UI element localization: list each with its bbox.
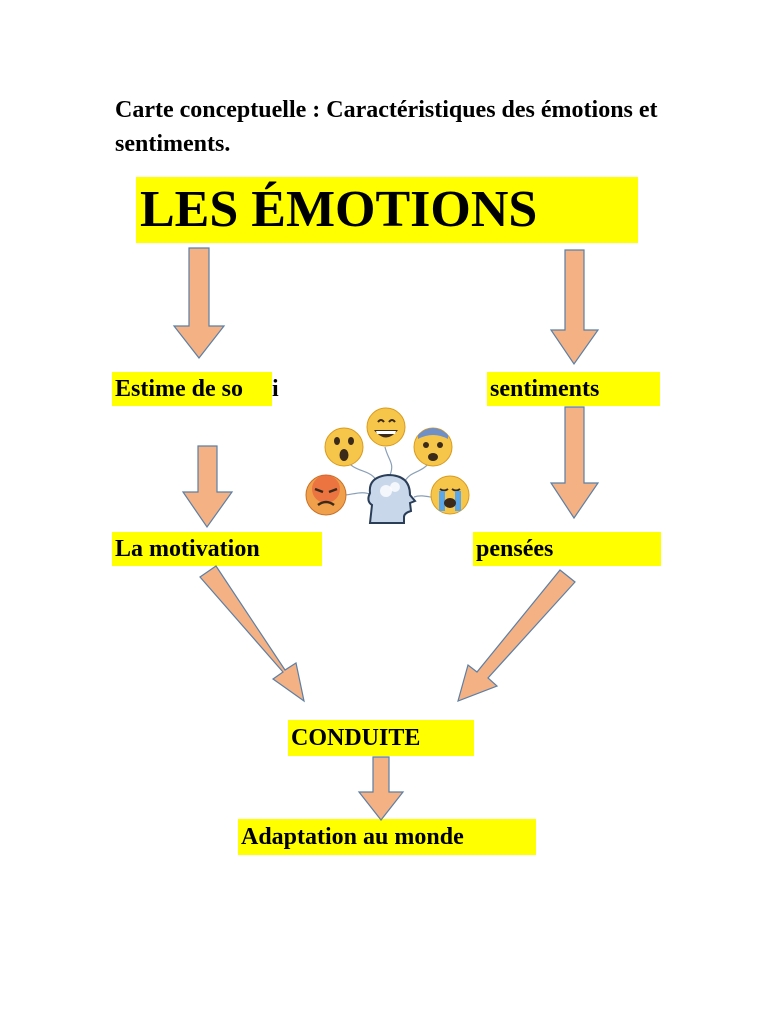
node-motivation-label: La motivation bbox=[115, 536, 260, 562]
main-node-les-emotions: LES ÉMOTIONS bbox=[136, 177, 638, 243]
arrow-conduite-to-adaptation bbox=[357, 756, 405, 821]
node-sentiments-label: sentiments bbox=[490, 376, 600, 402]
page-title: Carte conceptuelle : Caractéristiques de… bbox=[115, 97, 658, 157]
grinning-face-icon bbox=[366, 407, 406, 447]
emotions-illustration bbox=[305, 407, 470, 524]
arrow-emotions-to-estime bbox=[172, 247, 226, 359]
arrow-motivation-to-conduite bbox=[199, 565, 305, 703]
node-pensees: pensées bbox=[473, 532, 661, 566]
node-estime-tail: i bbox=[272, 376, 279, 402]
node-estime-label: Estime de so bbox=[115, 376, 243, 402]
node-estime-de-soi: Estime de so bbox=[112, 372, 272, 406]
node-sentiments: sentiments bbox=[487, 372, 660, 406]
node-pensees-label: pensées bbox=[476, 536, 554, 562]
arrow-emotions-to-sentiments bbox=[549, 249, 600, 366]
arrow-pensees-to-conduite bbox=[457, 569, 576, 702]
crying-face-icon bbox=[430, 475, 470, 515]
node-conduite: CONDUITE bbox=[288, 720, 474, 756]
main-node-label: LES ÉMOTIONS bbox=[140, 181, 538, 238]
node-conduite-label: CONDUITE bbox=[291, 725, 421, 751]
fearful-face-icon bbox=[413, 427, 453, 467]
node-adaptation-label: Adaptation au monde bbox=[241, 824, 464, 850]
angry-face-icon bbox=[305, 474, 347, 516]
surprised-face-icon bbox=[324, 427, 364, 467]
node-la-motivation: La motivation bbox=[112, 532, 322, 566]
node-adaptation-au-monde: Adaptation au monde bbox=[238, 819, 536, 855]
arrow-estime-to-motivation bbox=[181, 445, 234, 529]
arrow-sentiments-to-pensees bbox=[549, 406, 600, 520]
head-silhouette-icon bbox=[367, 473, 417, 524]
